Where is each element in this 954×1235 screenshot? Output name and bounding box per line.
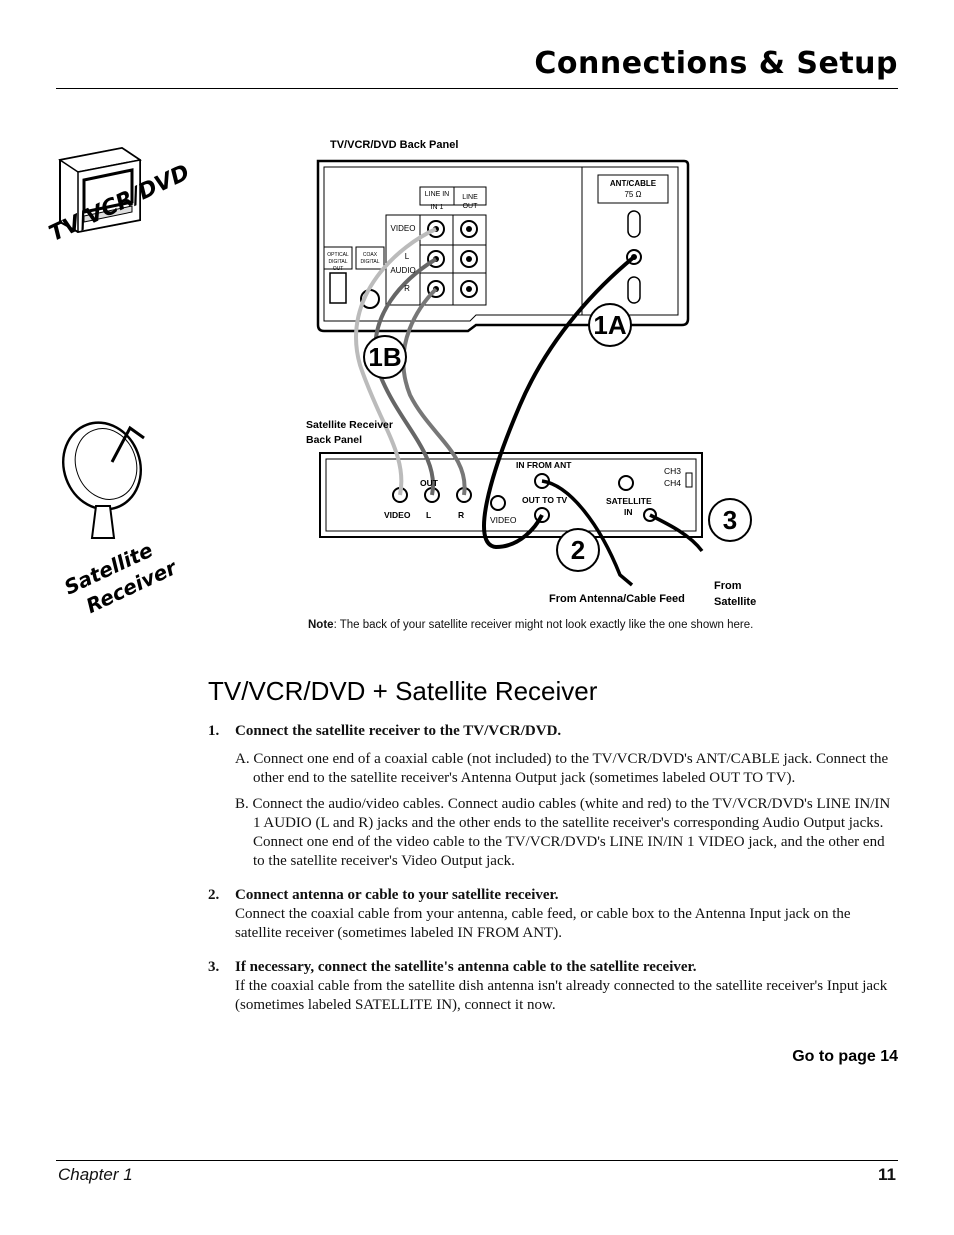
instructions: 1. Connect the satellite receiver to the … xyxy=(208,722,898,1015)
label-sat-l: L xyxy=(426,510,432,520)
label-video: VIDEO xyxy=(390,224,416,233)
label-ch4: CH4 xyxy=(664,478,682,488)
badge-1b: 1B xyxy=(363,335,407,379)
step-2-text: Connect the coaxial cable from your ante… xyxy=(235,906,851,941)
note-label: Note xyxy=(308,619,334,631)
diagram-note: Note: The back of your satellite receive… xyxy=(308,618,778,633)
satellite-dish-illustration xyxy=(62,421,145,539)
label-r: R xyxy=(404,284,410,293)
satellite-receiver-label: Satellite Receiver xyxy=(60,531,181,624)
label-sat-out: OUT xyxy=(420,478,438,488)
label-ch3: CH3 xyxy=(664,466,682,476)
label-sat-r: R xyxy=(458,510,465,520)
footer-chapter: Chapter 1 xyxy=(58,1165,133,1184)
label-out: OUT xyxy=(462,203,478,210)
label-ant-cable: ANT/CABLE xyxy=(609,179,657,188)
label-out-to-tv: OUT TO TV xyxy=(522,495,568,505)
step-3-heading: 3. If necessary, connect the satellite's … xyxy=(208,958,898,977)
label-from-satellite-2: Satellite xyxy=(714,596,757,608)
label-line: LINE xyxy=(462,194,478,201)
step-1-heading-text: Connect the satellite receiver to the TV… xyxy=(235,723,562,739)
step-3-text: If the coaxial cable from the satellite … xyxy=(235,978,888,1013)
tv-vcr-dvd-illustration xyxy=(58,146,142,234)
badge-3: 3 xyxy=(708,498,752,542)
step-2-number: 2. xyxy=(208,887,220,903)
section-title: TV/VCR/DVD + Satellite Receiver xyxy=(208,676,598,706)
step-2-heading: 2. Connect antenna or cable to your satel… xyxy=(208,886,898,905)
sat-panel-title-1: Satellite Receiver xyxy=(306,419,393,431)
label-satellite-in-2: IN xyxy=(624,507,633,517)
step-2-heading-text: Connect antenna or cable to your satelli… xyxy=(235,887,559,903)
label-sat-video: VIDEO xyxy=(384,510,411,520)
step-1a-text: A. Connect one end of a coaxial cable (n… xyxy=(235,751,889,786)
badge-2: 2 xyxy=(556,528,600,572)
label-from-satellite-1: From xyxy=(714,580,742,592)
label-in1: IN 1 xyxy=(430,204,444,211)
go-to-page-link[interactable]: Go to page 14 xyxy=(792,1048,898,1065)
label-in-from-ant: IN FROM ANT xyxy=(516,460,572,470)
label-coax: COAX DIGITAL xyxy=(360,252,380,265)
label-audio: AUDIO xyxy=(390,266,416,275)
step-1-heading: 1. Connect the satellite receiver to the … xyxy=(208,722,898,741)
step-1b-text: B. Connect the audio/video cables. Conne… xyxy=(235,796,891,869)
step-3-number: 3. xyxy=(208,959,220,975)
connection-diagram xyxy=(316,159,704,587)
label-l: L xyxy=(404,252,410,261)
label-satellite-in-1: SATELLITE xyxy=(606,496,652,506)
label-line-in: LINE IN xyxy=(424,191,450,198)
step-3-heading-text: If necessary, connect the satellite's an… xyxy=(235,959,697,975)
label-sat-video2: VIDEO xyxy=(490,515,517,525)
step-1-number: 1. xyxy=(208,723,220,739)
badge-1a: 1A xyxy=(588,303,632,347)
sat-panel-title-2: Back Panel xyxy=(306,434,363,446)
footer-page-number: 11 xyxy=(878,1165,896,1184)
page-header-title: Connections & Setup xyxy=(534,46,898,81)
label-optical: OPTICAL DIGITAL OUT xyxy=(327,252,349,272)
footer-rule xyxy=(56,1160,898,1161)
label-from-antenna: From Antenna/Cable Feed xyxy=(549,593,685,605)
tv-back-panel-title: TV/VCR/DVD Back Panel xyxy=(330,139,459,151)
label-75-ohm: 75 Ω xyxy=(624,190,642,199)
note-text: : The back of your satellite receiver mi… xyxy=(333,619,754,631)
header-rule xyxy=(56,88,898,89)
